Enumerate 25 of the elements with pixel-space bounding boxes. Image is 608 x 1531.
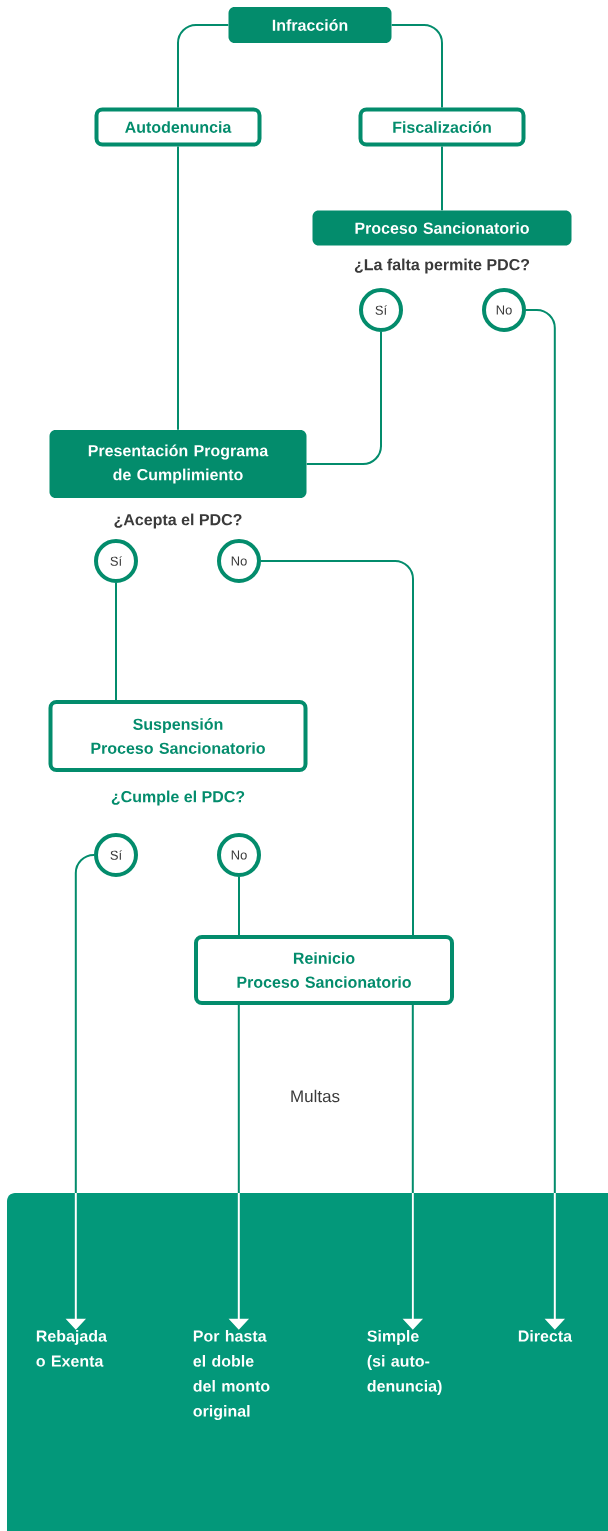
results-panel: [7, 1193, 608, 1531]
panel-heading: Multas: [291, 1089, 340, 1103]
process-box: Presentación Programa de Cumplimiento: [49, 430, 307, 498]
connector: [260, 560, 414, 936]
result-text: Rebajada o Exenta: [36, 1330, 108, 1367]
process-box: Proceso Sancionatorio: [312, 210, 572, 246]
connector: [305, 331, 382, 465]
connector: [441, 145, 443, 212]
process-box: Fiscalización: [358, 107, 526, 147]
connector: [390, 24, 443, 109]
result-text: Simple (si auto-denuncia): [367, 1330, 442, 1395]
process-box: Suspensión Proceso Sancionatorio: [48, 700, 308, 772]
connector: [525, 309, 566, 1330]
process-box: Infracción: [228, 7, 392, 43]
process-box: Reinicio Proceso Sancionatorio: [194, 935, 454, 1005]
connector: [115, 582, 117, 701]
process-box: Autodenuncia: [94, 107, 262, 147]
question-text: ¿Acepta el PDC?: [114, 513, 242, 529]
connector: [177, 24, 230, 109]
question-text: ¿Cumple el PDC?: [111, 790, 245, 806]
connector: [177, 145, 179, 431]
result-text: Por hasta el doble del monto original: [193, 1330, 270, 1420]
question-text: ¿La falta permite PDC?: [354, 258, 530, 274]
result-text: Directa: [518, 1330, 573, 1342]
connector: [238, 876, 240, 936]
